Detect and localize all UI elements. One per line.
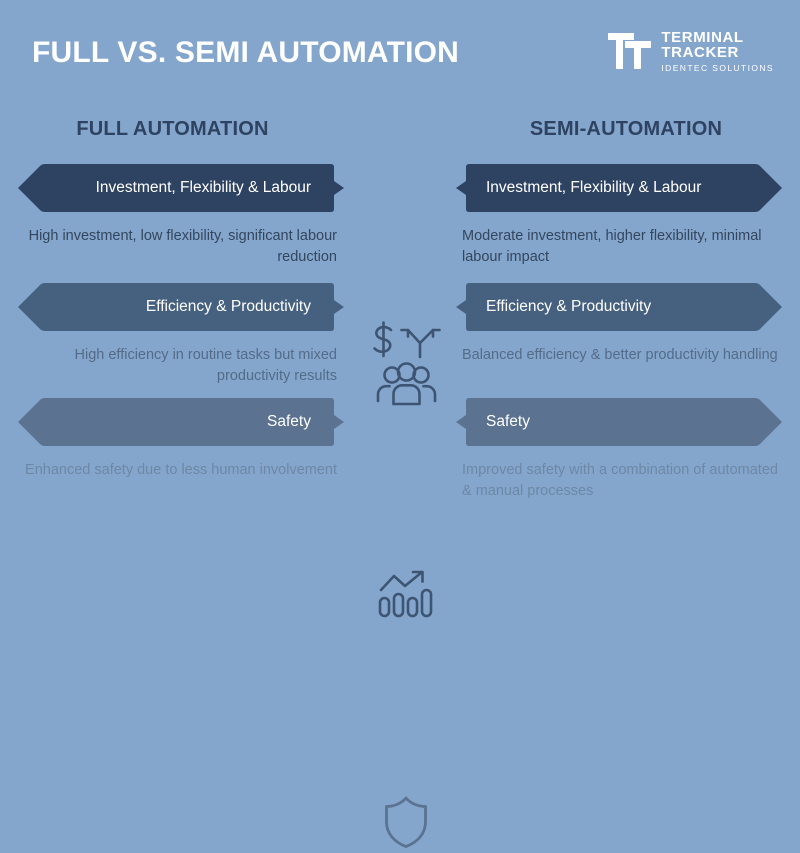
row-1-right-label: Investment, Flexibility & Labour [486, 179, 702, 196]
row-2-right-bar[interactable]: Efficiency & Productivity [452, 282, 782, 332]
row-3-left-label: Safety [267, 413, 311, 430]
banner-shape-left [18, 282, 345, 332]
tt-monogram-icon [608, 31, 652, 71]
row-3-right-bar[interactable]: Safety [452, 397, 782, 447]
row-3-left-description: Enhanced safety due to less human involv… [25, 462, 337, 478]
row-3-left-cell: Safety Enhanced safety due to less human… [18, 397, 345, 481]
row-3-right-cell: Safety Improved safety with a combinatio… [452, 397, 782, 502]
brand-wordmark: TERMINAL TRACKER IDENTEC SOLUTIONS [661, 30, 774, 73]
row-1-right-description: Moderate investment, higher flexibility,… [462, 228, 762, 266]
row-1-right-cell: Investment, Flexibility & Labour Moderat… [452, 163, 782, 268]
row-3-right-label: Safety [486, 413, 530, 430]
column-header-full-automation: FULL AUTOMATION [76, 118, 269, 140]
row-3-right-description: Improved safety with a combination of au… [462, 462, 778, 500]
row-1-left-description: High investment, low flexibility, signif… [28, 228, 337, 266]
row-2-right-description: Balanced efficiency & better productivit… [462, 347, 778, 363]
banner-shape-left [18, 163, 345, 213]
banner-shape-right [452, 397, 782, 447]
row-2-left-cell: Efficiency & Productivity High efficienc… [18, 282, 345, 387]
row-1-left-cell: Investment, Flexibility & Labour High in… [18, 163, 345, 268]
brand-line-1: TERMINAL [661, 29, 744, 46]
row-2-right-cell: Efficiency & Productivity Balanced effic… [452, 282, 782, 366]
investment-flexibility-labour-icon [360, 315, 452, 411]
row-2-left-label: Efficiency & Productivity [145, 298, 311, 315]
brand-tagline: IDENTEC SOLUTIONS [661, 63, 774, 73]
row-3-left-bar[interactable]: Safety [18, 397, 345, 447]
banner-shape-right [452, 163, 782, 213]
row-2-right-label: Efficiency & Productivity [486, 298, 652, 315]
banner-shape-left [18, 397, 345, 447]
page-title: FULL VS. SEMI AUTOMATION [32, 36, 460, 69]
column-header-semi-automation: SEMI-AUTOMATION [529, 118, 723, 140]
row-2-left-description: High efficiency in routine tasks but mix… [74, 347, 337, 385]
safety-shield-icon [360, 791, 452, 853]
row-1-left-label: Investment, Flexibility & Labour [95, 179, 311, 196]
row-1-left-bar[interactable]: Investment, Flexibility & Labour [18, 163, 345, 213]
row-1-right-bar[interactable]: Investment, Flexibility & Labour [452, 163, 782, 213]
brand-line-2: TRACKER [661, 44, 739, 61]
brand-logo: TERMINAL TRACKER IDENTEC SOLUTIONS [608, 30, 774, 73]
row-2-left-bar[interactable]: Efficiency & Productivity [18, 282, 345, 332]
efficiency-productivity-icon [360, 564, 452, 624]
banner-shape-right [452, 282, 782, 332]
